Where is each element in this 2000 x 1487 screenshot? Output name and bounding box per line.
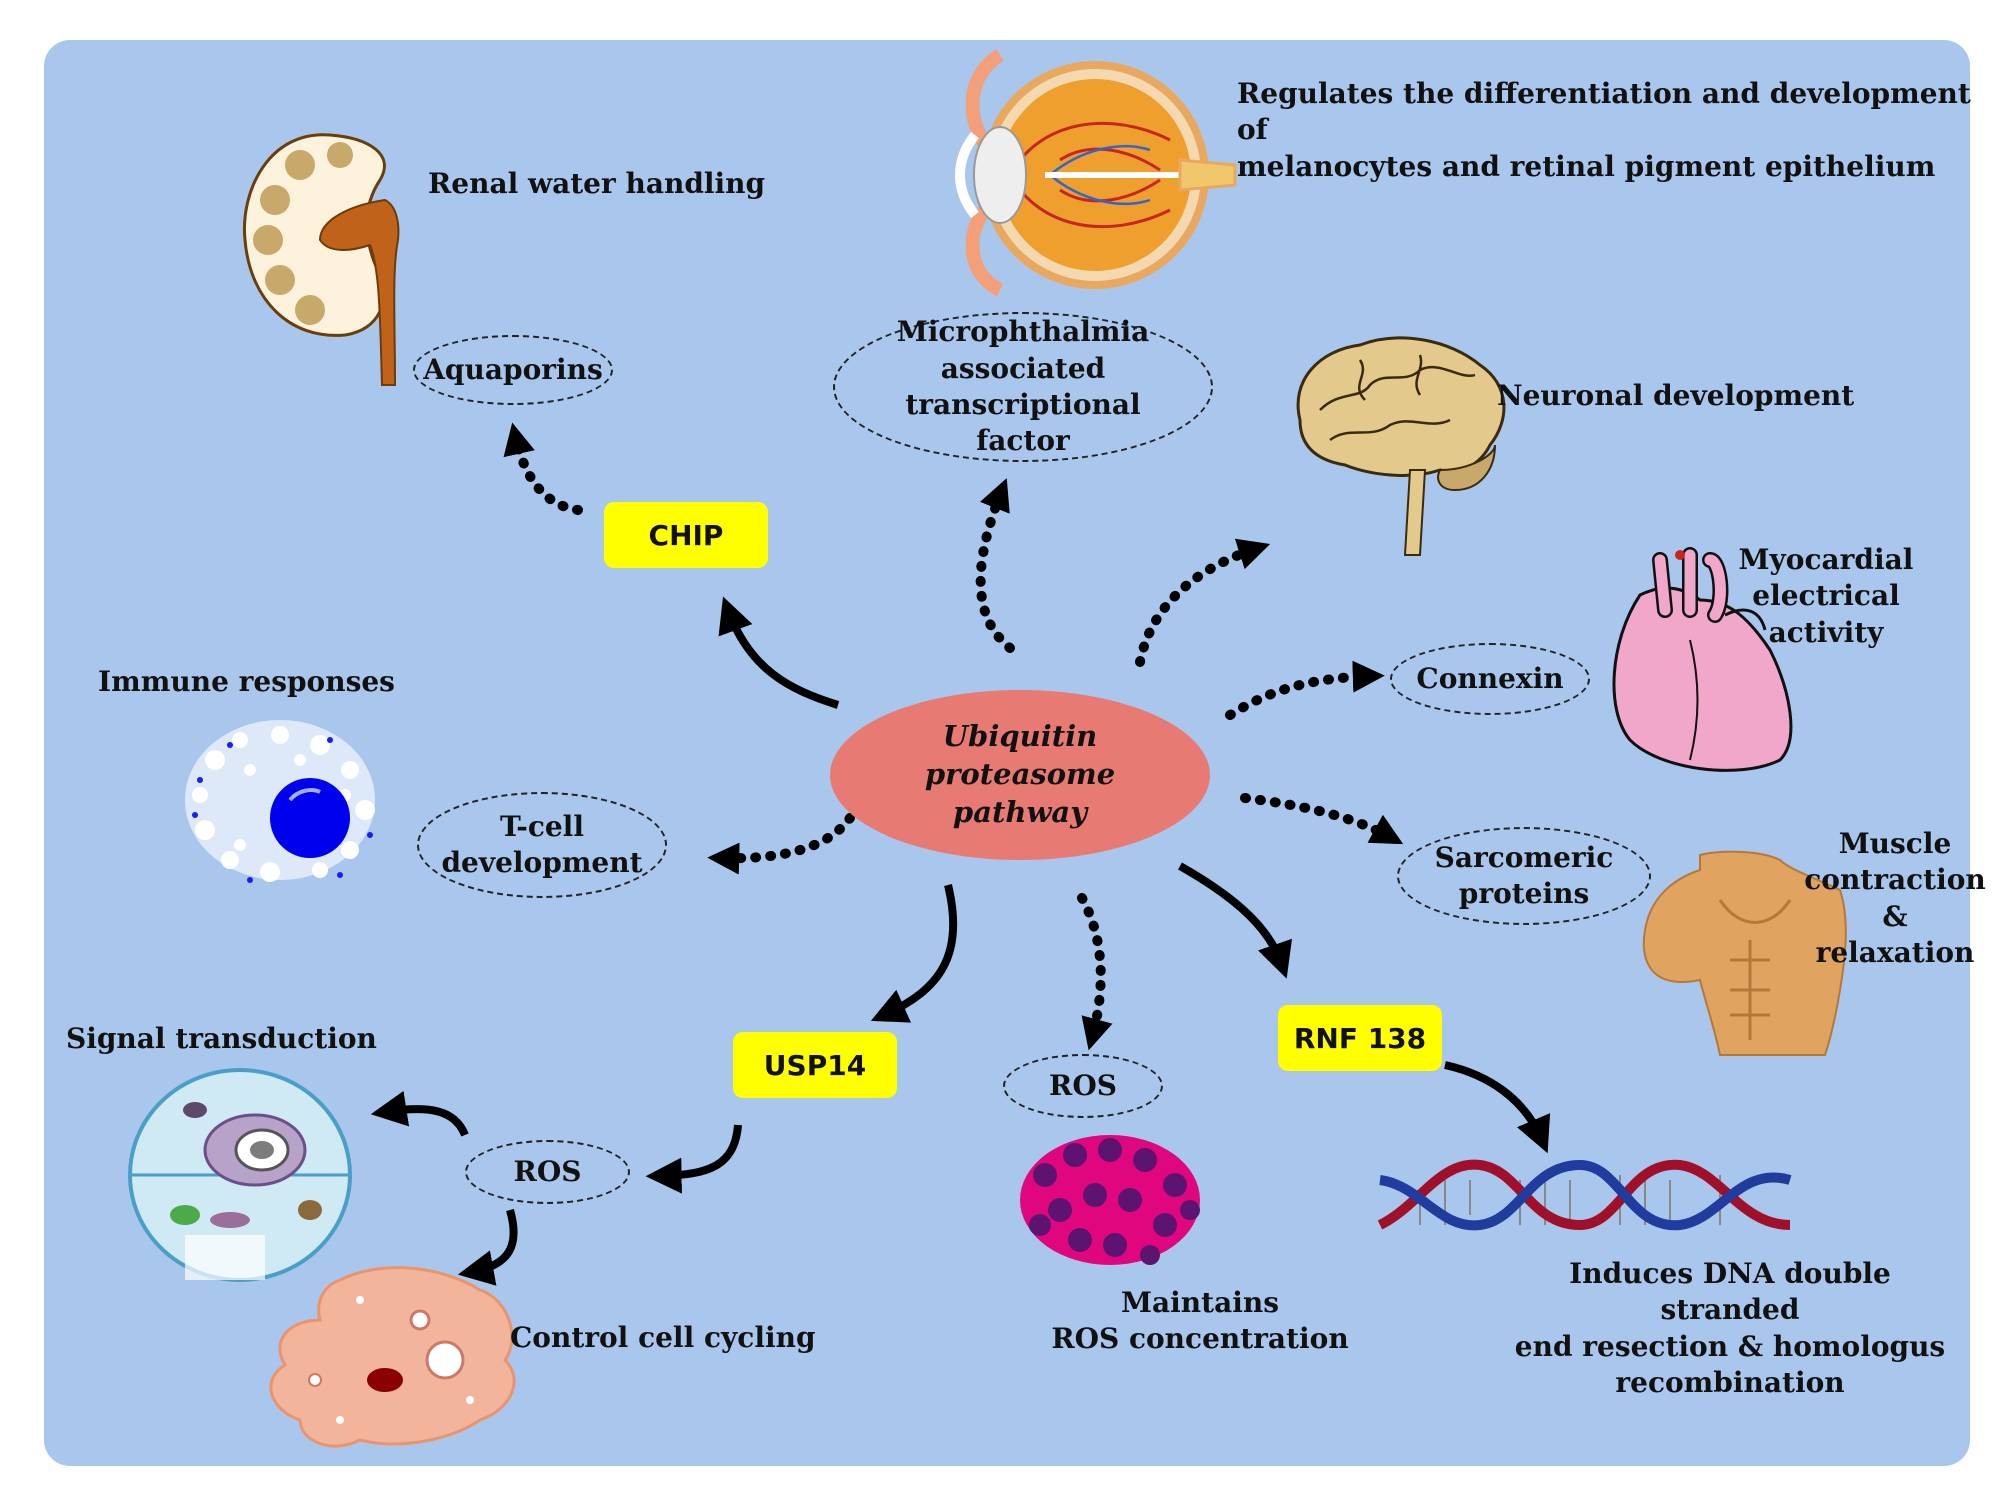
hub-line-1: Ubiquitin [942, 719, 1098, 754]
solid-arrow-rnf138 [1178, 862, 1293, 979]
eye-icon [955, 49, 1237, 297]
amoeboid-cell-icon [269, 1266, 516, 1448]
rnf138-box: RNF 138 [1278, 1005, 1442, 1071]
dotted-arrow-sarcomeric [1240, 793, 1404, 845]
dotted-arrow-connexin [1225, 660, 1385, 720]
solid-arrow-signal [370, 1090, 469, 1137]
ros-ellipse-left: ROS [465, 1140, 630, 1204]
brain-icon [1296, 336, 1506, 556]
dna-helix-icon [1377, 1159, 1792, 1231]
torso-icon [1642, 850, 1847, 1056]
solid-arrow-chip [718, 596, 840, 709]
connexin-ellipse: Connexin [1390, 643, 1590, 715]
cellcycle-label: Control cell cycling [510, 1321, 816, 1354]
renal-label: Renal water handling [428, 167, 766, 200]
signal-cell-icon [128, 1068, 352, 1282]
dotted-arrow-neuronal [1135, 538, 1271, 667]
aquaporins-ellipse: Aquaporins [413, 335, 613, 405]
kidney-icon [242, 133, 400, 386]
ros-concentration-label: Maintains ROS concentration [1051, 1286, 1349, 1356]
ros-ellipse-center: ROS [1003, 1054, 1163, 1118]
muscle-label: Muscle contraction & relaxation [1804, 827, 1986, 970]
mitf-ellipse: Microphthalmia associated transcriptiona… [833, 312, 1213, 462]
dna-label: Induces DNA double stranded end resectio… [1514, 1257, 1946, 1400]
hub-line-3: pathway [952, 794, 1088, 829]
hub-line-2: proteasome [924, 757, 1116, 792]
solid-arrow-dna [1444, 1061, 1551, 1154]
signal-label: Signal transduction [66, 1022, 377, 1055]
chip-box: CHIP [604, 502, 768, 568]
immune-label: Immune responses [98, 665, 395, 698]
usp14-box: USP14 [733, 1032, 897, 1098]
melanocytes-label: Regulates the differentiation and develo… [1237, 77, 1971, 183]
dotted-arrow-aquaporins [503, 422, 583, 515]
immune-cell-icon [185, 720, 375, 883]
dotted-arrow-mitf [975, 478, 1015, 653]
myocardial-label: Myocardial electrical activity [1738, 543, 1914, 649]
solid-arrow-usp14-ros [645, 1124, 742, 1194]
solid-arrow-usp14 [870, 884, 958, 1023]
ros-particle-icon [1020, 1135, 1200, 1265]
solid-arrow-cellcycle [457, 1208, 518, 1286]
tcell-ellipse: T-cell development [417, 792, 667, 898]
heart-icon [1612, 547, 1793, 772]
dotted-arrow-tcell [707, 813, 855, 875]
neuronal-label: Neuronal development [1497, 379, 1855, 412]
dotted-arrow-ros-center [1077, 893, 1113, 1051]
sarcomeric-ellipse: Sarcomeric proteins [1397, 827, 1651, 925]
ubiquitin-proteasome-hub: Ubiquitin proteasome pathway [830, 690, 1210, 860]
